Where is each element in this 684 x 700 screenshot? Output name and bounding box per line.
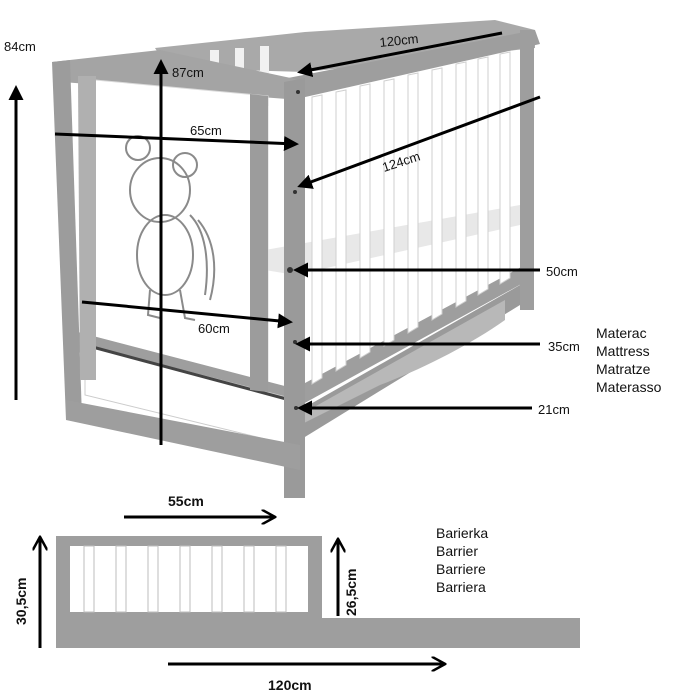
barrier-right-post xyxy=(308,536,322,618)
mattress-label-it: Materasso xyxy=(596,379,662,395)
crib-illustration xyxy=(52,20,540,498)
crib-back-top-rail xyxy=(155,20,535,72)
label-depth-top: 65cm xyxy=(190,123,222,138)
label-height-outer: 84cm xyxy=(4,39,36,54)
label-barrier-height-outer: 30,5cm xyxy=(13,578,29,625)
label-level-mid: 35cm xyxy=(548,339,580,354)
mattress-label-en: Mattress xyxy=(596,343,650,359)
label-barrier-height-inner: 26,5cm xyxy=(343,569,359,616)
crib-left-post xyxy=(52,60,82,420)
crib-end-panel-top xyxy=(52,50,300,100)
mattress-label-de: Matratze xyxy=(596,361,651,377)
barrier-label-pl: Barierka xyxy=(436,525,488,541)
label-height-inner: 87cm xyxy=(172,65,204,80)
barrier-slats xyxy=(83,545,287,613)
label-barrier-width: 55cm xyxy=(168,493,204,509)
crib-dimension-arrows xyxy=(8,31,541,445)
crib-front-right-post xyxy=(520,30,534,310)
barrier-base-board xyxy=(56,618,580,648)
label-level-high: 50cm xyxy=(546,264,578,279)
crib-drawer-front xyxy=(300,300,505,425)
mattress-labels: Materac Mattress Matratze Materasso xyxy=(596,325,662,395)
mattress-label-pl: Materac xyxy=(596,325,647,341)
label-length-top: 120cm xyxy=(379,31,419,50)
crib-front-slats xyxy=(311,51,511,385)
barrier-label-en: Barrier xyxy=(436,543,478,559)
crib-mid-post xyxy=(250,94,268,392)
barrier-top-rail xyxy=(56,536,322,546)
barrier-left-post xyxy=(56,536,70,618)
barrier-bottom-rail xyxy=(56,612,322,618)
crib-front-top-rail xyxy=(288,30,540,100)
crib-inner-post xyxy=(78,76,96,380)
barrier-labels: Barierka Barrier Barriere Barriera xyxy=(436,525,488,595)
barrier-illustration xyxy=(56,536,580,648)
label-level-low: 21cm xyxy=(538,402,570,417)
crib-front-left-post xyxy=(284,78,305,498)
barrier-dimension-arrows xyxy=(40,517,444,664)
label-depth-bottom: 60cm xyxy=(198,321,230,336)
crib-base-rail xyxy=(66,400,300,470)
label-barrier-length: 120cm xyxy=(268,677,312,693)
barrier-label-de: Barriere xyxy=(436,561,486,577)
barrier-label-it: Barriera xyxy=(436,579,486,595)
crib-front-bottom-rail xyxy=(292,265,525,410)
